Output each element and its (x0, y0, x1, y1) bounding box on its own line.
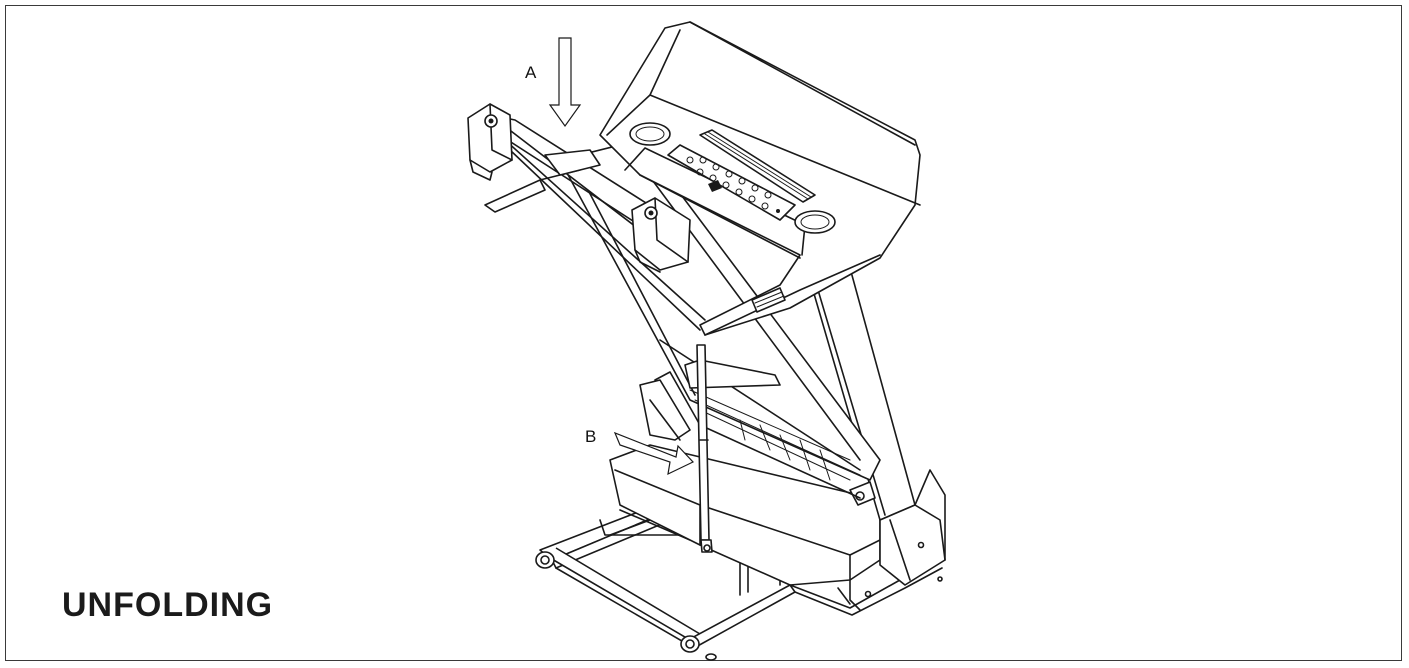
arrow-b (613, 431, 694, 476)
base-frame (539, 491, 796, 649)
console (599, 21, 921, 336)
left-handle-cap (467, 103, 513, 181)
fold-hinge-support (639, 371, 701, 441)
transport-wheels (535, 551, 717, 661)
callout-b-label: B (585, 427, 596, 446)
hydraulic-lock-rod (696, 344, 713, 553)
rear-base (609, 444, 943, 616)
right-upright (809, 267, 946, 598)
callout-a-label: A (525, 63, 537, 82)
right-handle-cap (631, 197, 691, 273)
arrow-a (548, 37, 582, 128)
side-support-bar (484, 149, 601, 213)
section-title: UNFOLDING (62, 586, 274, 624)
